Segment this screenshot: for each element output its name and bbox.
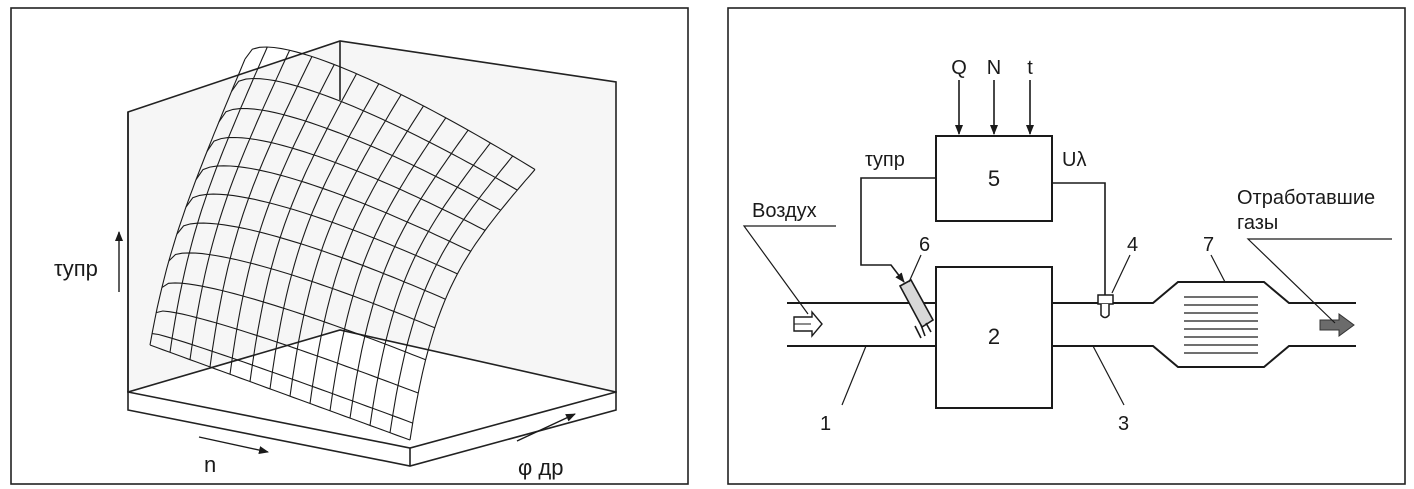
mesh-line	[309, 105, 424, 404]
control-inputs	[955, 80, 1034, 135]
mesh-line	[389, 155, 514, 433]
mesh-line	[149, 58, 246, 346]
leader-3	[1092, 345, 1125, 406]
signal-right-label: Uλ	[1062, 149, 1086, 171]
mesh-line	[289, 94, 402, 397]
plot-box	[127, 40, 617, 467]
exhaust-label-line1: Отработавшие	[1237, 187, 1375, 209]
lambda-signal-line	[1052, 182, 1106, 295]
right-figure-frame	[727, 7, 1406, 485]
engine-box	[935, 266, 1053, 409]
left-figure: τупр n φ др	[10, 7, 689, 485]
mesh-line	[206, 136, 486, 231]
depth-axis-arrow	[516, 413, 576, 442]
leader-4	[1111, 254, 1131, 294]
air-label-leader	[742, 225, 836, 315]
mesh-line	[229, 64, 335, 375]
injection-signal-line	[860, 177, 936, 283]
left-figure-frame	[10, 7, 689, 485]
mesh-line	[349, 129, 469, 419]
exhaust-outlet-arrow-icon	[1319, 313, 1355, 337]
part-number-1: 1	[820, 413, 831, 435]
part-number-4: 4	[1127, 234, 1138, 256]
exhaust-label-line2: газы	[1237, 212, 1278, 234]
mesh-line	[269, 83, 380, 389]
signal-left-label: τупр	[865, 149, 905, 171]
exhaust-pipe	[1052, 281, 1356, 368]
mesh-line	[169, 46, 268, 353]
leader-1	[841, 345, 867, 406]
air-label: Воздух	[752, 200, 817, 222]
part-number-3: 3	[1118, 413, 1129, 435]
control-unit-label: 5	[988, 166, 1000, 191]
input-n-label: N	[987, 57, 1001, 79]
mesh-line	[176, 222, 446, 300]
part-number-7: 7	[1203, 234, 1214, 256]
mesh-line	[249, 73, 357, 382]
exhaust-label-leader	[1246, 238, 1392, 324]
mesh-line	[195, 165, 471, 252]
mesh-line	[329, 117, 447, 411]
catalyst-monolith	[1184, 296, 1258, 354]
mesh-line	[218, 108, 501, 211]
injector-icon	[898, 278, 935, 339]
vertical-axis-label: τупр	[54, 256, 98, 281]
mesh-line	[209, 56, 313, 367]
mesh-line	[185, 193, 458, 275]
mesh-line	[156, 310, 419, 394]
mesh-line	[189, 50, 291, 360]
mesh-line	[168, 252, 436, 329]
horizontal-axis-label: n	[204, 452, 216, 477]
lambda-sensor-icon	[1097, 294, 1114, 319]
mesh-line	[151, 333, 413, 424]
mesh-line	[161, 282, 426, 361]
mesh-line	[231, 77, 518, 191]
control-unit-box	[935, 135, 1053, 222]
right-figure: 5 Q N t 2	[727, 7, 1406, 485]
mesh-line	[244, 46, 536, 170]
engine-label: 2	[988, 324, 1000, 349]
mesh-line	[149, 344, 411, 441]
mesh-line	[409, 169, 536, 441]
part-number-6: 6	[919, 234, 930, 256]
mesh-line	[369, 142, 491, 426]
leader-6	[908, 254, 922, 283]
leader-7	[1210, 254, 1226, 283]
horizontal-axis-arrow	[198, 436, 269, 454]
input-t-label: t	[1027, 57, 1033, 79]
depth-axis-label: φ др	[518, 455, 563, 480]
input-q-label: Q	[951, 57, 967, 79]
response-surface-mesh	[149, 46, 536, 441]
air-inlet-arrow-icon	[793, 310, 823, 338]
